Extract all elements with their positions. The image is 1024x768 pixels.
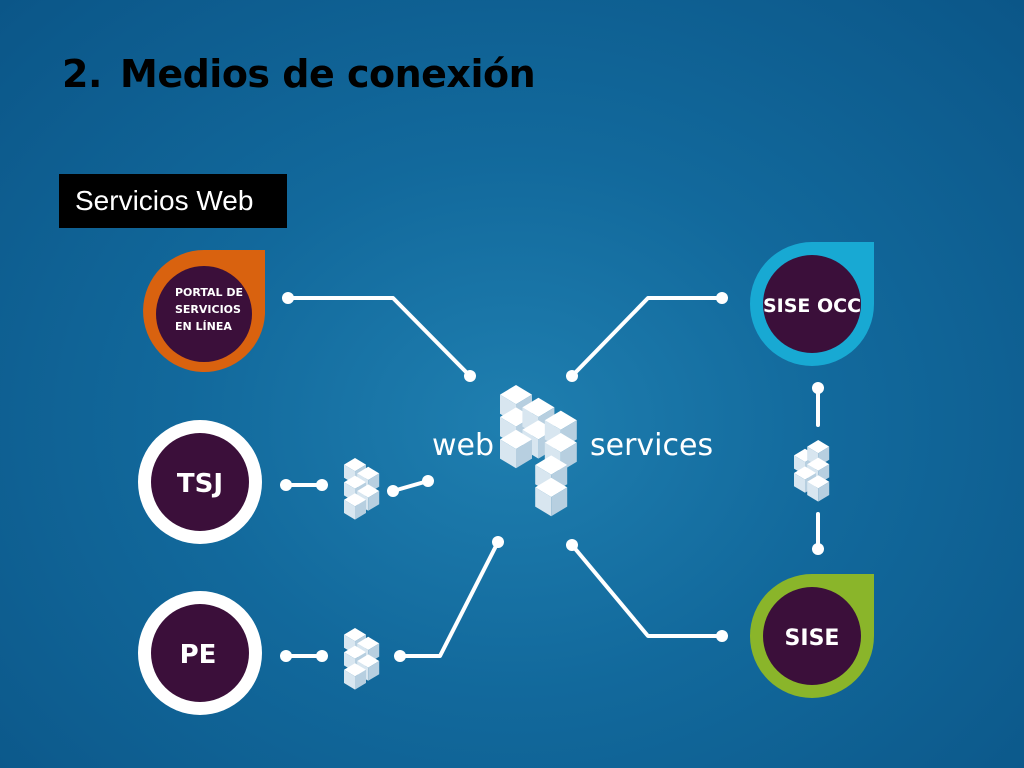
connector-dot-icons [280, 292, 824, 662]
connector-dot-icon [716, 292, 728, 304]
connector-dot-icon [394, 650, 406, 662]
connector-dot-icon [280, 650, 292, 662]
node-portal: PORTAL DE SERVICIOS EN LÍNEA [143, 250, 265, 372]
connector-dot-icon [464, 370, 476, 382]
subtitle-box: Servicios Web [59, 174, 287, 228]
slide-title: 2. Medios de conexión [62, 52, 536, 96]
connector-dot-icon [716, 630, 728, 642]
adapter-cubes-icon [794, 440, 830, 502]
line-tsj-right [391, 479, 430, 493]
subtitle-text: Servicios Web [75, 185, 254, 216]
portal-label-line3: EN LÍNEA [175, 320, 232, 333]
pe-label: PE [180, 640, 217, 670]
line-pe-right [398, 540, 500, 658]
portal-inner [156, 266, 252, 362]
connector-lines [284, 296, 820, 658]
sise-occ-label: SISE OCC [763, 295, 861, 317]
line-sise [570, 543, 724, 638]
web-services-logo: web services [432, 385, 713, 517]
tsj-label: TSJ [177, 469, 223, 499]
adapter-cubes-icon [344, 628, 380, 690]
sise-inner [763, 587, 861, 685]
connector-dot-icon [812, 382, 824, 394]
connector-dot-icon [282, 292, 294, 304]
slide-number: 2. [62, 52, 102, 96]
connector-dot-icon [812, 543, 824, 555]
portal-label-line2: SERVICIOS [175, 303, 241, 316]
connector-dot-icon [280, 479, 292, 491]
portal-label-line1: PORTAL DE [175, 286, 243, 299]
services-label: services [590, 428, 713, 463]
node-sise: SISE [750, 574, 874, 698]
adapter-cubes-icon [344, 458, 380, 520]
connector-dot-icon [316, 479, 328, 491]
web-services-cubes-icon [500, 385, 577, 517]
node-tsj: TSJ [138, 420, 262, 544]
connector-dot-icon [316, 650, 328, 662]
connector-dot-icon [566, 539, 578, 551]
slide-title-text: Medios de conexión [120, 52, 536, 96]
line-sise-occ [570, 296, 724, 378]
connector-dot-icon [422, 475, 434, 487]
sise-label: SISE [785, 626, 840, 651]
node-sise-occ: SISE OCC [750, 242, 874, 366]
pe-inner [151, 604, 249, 702]
sise-occ-inner [763, 255, 861, 353]
node-pe: PE [138, 591, 262, 715]
web-label: web [432, 428, 494, 463]
tsj-inner [151, 433, 249, 531]
line-portal [286, 296, 472, 378]
connector-dot-icon [387, 485, 399, 497]
connector-dot-icon [566, 370, 578, 382]
connector-dot-icon [492, 536, 504, 548]
